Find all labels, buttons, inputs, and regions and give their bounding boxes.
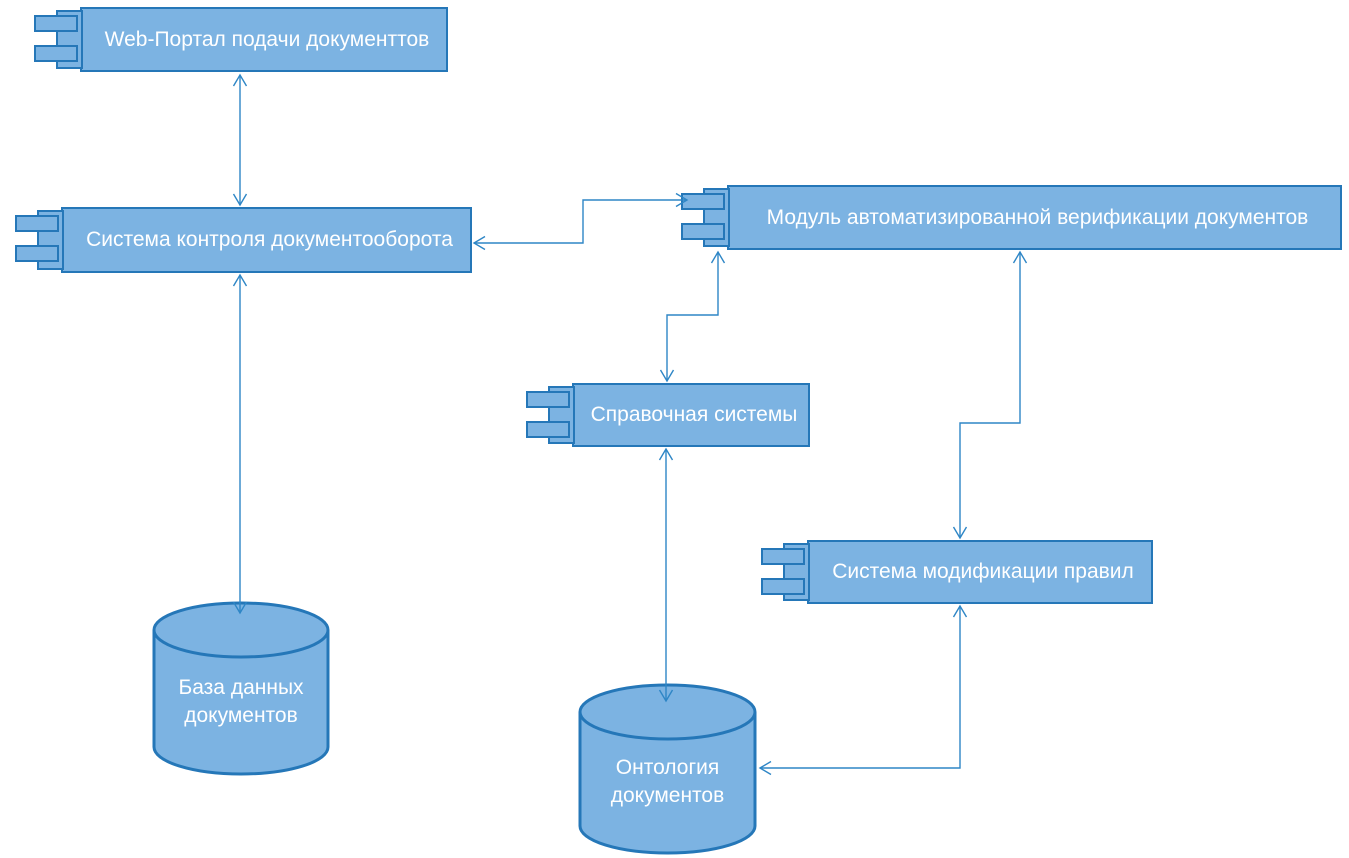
- component-doc-control: Система контроля документооборота: [15, 207, 472, 273]
- component-verification: Модуль автоматизированной верификации до…: [681, 185, 1342, 250]
- database-label-line2: документов: [184, 703, 298, 727]
- database-doc-db: База данных документов: [152, 601, 330, 776]
- database-label: База данных документов: [152, 601, 330, 776]
- database-label: Онтология документов: [578, 683, 757, 855]
- component-label: Система модификации правил: [832, 560, 1134, 583]
- database-ontology: Онтология документов: [578, 683, 757, 855]
- connector-verification-rules: [952, 250, 1028, 540]
- interface-tab-icon: [761, 548, 805, 565]
- component-label: Web-Портал подачи документтов: [104, 27, 430, 51]
- interface-tab-icon: [526, 391, 570, 408]
- component-web-portal: Web-Портал подачи документтов: [34, 7, 448, 72]
- interface-tab-icon: [34, 45, 78, 62]
- interface-tab-icon: [526, 421, 570, 438]
- connector-doccontrol-docdb: [232, 273, 248, 615]
- component-reference: Справочная системы: [526, 383, 810, 447]
- connector-webportal-doccontrol: [232, 73, 248, 207]
- connector-rules-ontology: [758, 604, 968, 776]
- connector-verification-reference: [659, 250, 726, 383]
- connector-reference-ontology: [658, 447, 674, 703]
- database-label-line1: Онтология: [615, 756, 720, 779]
- interface-tab-icon: [681, 193, 725, 210]
- component-label: Система контроля документооборота: [86, 228, 453, 251]
- interface-tab-icon: [15, 245, 59, 262]
- cylinder-icon: [152, 601, 330, 776]
- connector-doccontrol-verification: [472, 192, 689, 251]
- interface-tab-icon: [15, 215, 59, 232]
- interface-tab-icon: [761, 578, 805, 595]
- interface-tab-icon: [34, 15, 78, 32]
- component-rules: Система модификации правил: [761, 540, 1153, 604]
- component-label: Модуль автоматизированной верификации до…: [766, 205, 1309, 229]
- component-label: Справочная системы: [590, 403, 798, 426]
- database-label-line1: База данных: [178, 675, 304, 699]
- cylinder-icon: [578, 683, 757, 855]
- interface-tab-icon: [681, 223, 725, 240]
- database-label-line2: документов: [610, 784, 725, 807]
